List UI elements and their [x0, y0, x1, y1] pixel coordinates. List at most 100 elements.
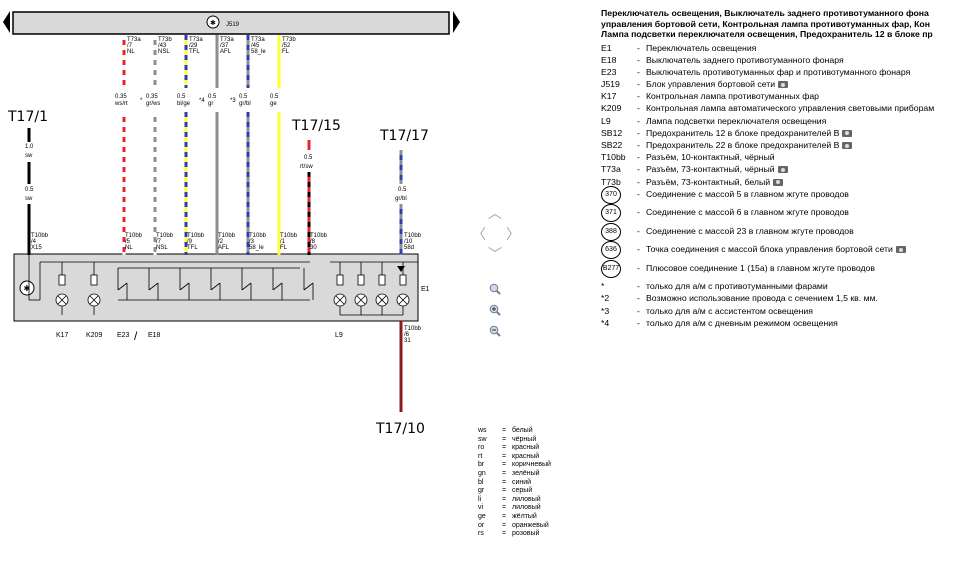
wire-gauge: 0.5 [270, 94, 279, 100]
wire-conn: T73a [220, 37, 234, 43]
wire-color: gr/ws [146, 101, 160, 107]
wire-gauge: 0.5 [208, 94, 217, 100]
w10-conn: T10bb [404, 326, 422, 332]
color-equals: = [502, 513, 507, 520]
wire-color: ws/rt [114, 101, 128, 107]
wire-bottom-conn: T10bb [218, 233, 236, 239]
legend-ground: 371-Соединение с массой 6 в главном жгут… [601, 204, 960, 227]
color-code: rs [478, 530, 484, 538]
pan-down-icon[interactable]: ﹀ [488, 246, 502, 262]
pan-left-icon[interactable]: 〈 [472, 226, 486, 242]
legend-dash: - [637, 127, 640, 138]
wire-bottom-sig: NL [125, 245, 133, 251]
wire-group: T73a/7NL0.35ws/rtT10bb/5NLT73b/43NSL0.35… [27, 35, 403, 412]
k209-resistor [90, 274, 98, 286]
wire-pin: /43 [158, 43, 167, 49]
legend-item: J519-Блок управления бортовой сети [601, 80, 960, 92]
legend-desc: Предохранитель 12 в блоке предохранителе… [646, 129, 853, 138]
color-code: or [478, 521, 485, 529]
color-name: чёрный [512, 435, 537, 443]
wire-pin: /7 [127, 43, 133, 49]
label-e18: E18 [148, 332, 161, 339]
legend-desc: Точка соединения с массой блока управлен… [646, 245, 906, 254]
legend-desc: Соединение с массой 6 в главном жгуте пр… [646, 207, 849, 218]
color-name: синий [512, 478, 532, 486]
legend-title-line: Лампа подсветки переключателя освещения,… [601, 29, 933, 39]
component-legend: Переключатель освещения, Выключатель зад… [601, 8, 960, 331]
color-code: bl [478, 478, 484, 486]
switch-contact [272, 282, 283, 291]
wire-bottom-conn: T10bb [249, 233, 267, 239]
wire-gauge: 0.35 [146, 94, 158, 100]
l9-resistor [336, 274, 344, 286]
legend-item: T73b-Разъём, 73-контактный, белый [601, 176, 960, 190]
w15-sig: 30 [310, 245, 317, 251]
camera-icon[interactable] [773, 178, 784, 186]
legend-desc: Выключатель заднего противотуманного фон… [646, 54, 844, 65]
wire-bottom-sig: TFL [187, 245, 198, 251]
wire-bottom-sig: 58_le [249, 245, 264, 251]
l9-lamp-1-x2 [356, 295, 366, 305]
color-name: розовый [512, 530, 540, 538]
wire-sig: 58_le [251, 49, 266, 55]
zoom-fit-icon[interactable] [489, 283, 501, 295]
terminal-t17-10: T17/10 [375, 421, 425, 437]
camera-icon[interactable] [778, 81, 789, 89]
l9-resistor [378, 274, 386, 286]
wire-pin: /45 [251, 43, 260, 49]
legend-desc: Разъём, 73-контактный, чёрный [646, 165, 788, 174]
w10-sig: 31 [404, 338, 411, 344]
color-name: белый [512, 427, 533, 434]
left-wire-gauge-top: 1.0 [25, 144, 34, 150]
w10-pin: /6 [404, 332, 410, 338]
w17-pin: /10 [404, 239, 413, 245]
terminal-t17-15: T17/15 [291, 118, 341, 134]
color-code: br [478, 461, 485, 469]
wire-conn: T73a [189, 37, 203, 43]
legend-dash: - [637, 225, 640, 236]
switch-contact [210, 282, 221, 291]
color-code: gr [478, 487, 485, 495]
terminal-t17-17: T17/17 [379, 128, 429, 144]
switch-contact [148, 282, 159, 291]
wire-bottom-sig: AFL [218, 245, 230, 251]
color-equals: = [502, 478, 507, 486]
wire-bottom-sig: FL [280, 245, 288, 251]
legend-note: *3-только для а/м с ассистентом освещени… [601, 306, 960, 319]
wire-bottom-pin: /7 [156, 239, 162, 245]
legend-ground: 370-Соединение с массой 5 в главном жгут… [601, 185, 960, 209]
legend-dash: - [637, 152, 640, 163]
color-name: коричневый [512, 461, 551, 469]
camera-icon[interactable] [842, 142, 853, 149]
wire-conn: T73b [158, 37, 172, 43]
ground-symbol: 388 [601, 222, 621, 241]
label-slash: / [134, 329, 138, 343]
switch-contact [179, 282, 190, 291]
pan-up-icon[interactable]: ︿ [488, 205, 502, 221]
legend-code: T73a [601, 164, 621, 175]
camera-icon[interactable] [777, 166, 788, 174]
zoom-out-icon[interactable] [489, 325, 501, 337]
legend-item: SB12-Предохранитель 12 в блоке предохран… [601, 129, 960, 141]
legend-desc: Плюсовое соединение 1 (15a) в главном жг… [646, 262, 876, 273]
color-equals: = [502, 461, 507, 469]
legend-dash: - [637, 176, 640, 187]
color-equals: = [502, 470, 507, 477]
legend-code: E18 [601, 54, 617, 65]
wire-gauge: 0.5 [177, 94, 186, 100]
zoom-in-icon[interactable] [489, 304, 501, 316]
wire-bottom-conn: T10bb [156, 233, 174, 239]
color-equals: = [502, 435, 507, 443]
terminal-t17-1: T17/1 [7, 109, 48, 125]
legend-dash: - [637, 244, 640, 255]
w17-sig: 58d [404, 245, 414, 251]
legend-item: K209-Контрольная лампа автоматического у… [601, 104, 960, 116]
legend-desc: только для а/м с противотуманными фарами [646, 281, 828, 292]
wire-conn: T73b [282, 37, 296, 43]
camera-icon[interactable] [842, 129, 853, 137]
legend-dash: - [637, 317, 640, 328]
camera-icon[interactable] [895, 246, 906, 254]
color-name: красный [512, 452, 540, 460]
pan-right-icon[interactable]: 〉 [506, 226, 520, 242]
